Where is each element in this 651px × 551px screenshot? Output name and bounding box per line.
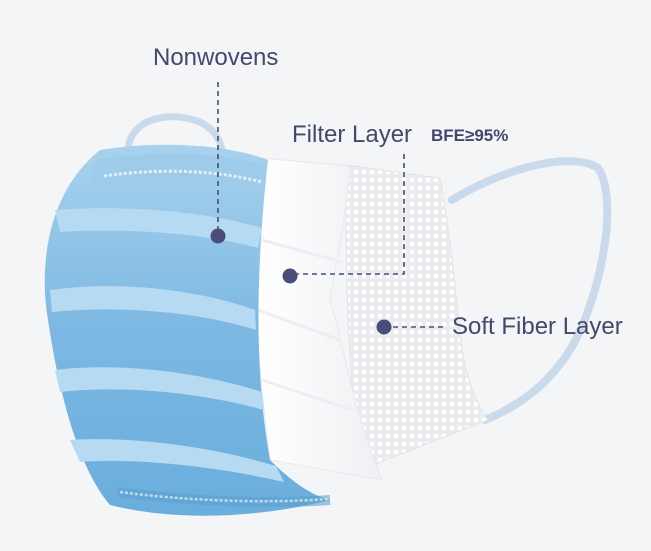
filter-marker bbox=[282, 268, 298, 284]
bfe-rating-label: BFE≥95% bbox=[431, 126, 509, 145]
soft-fiber-layer-label: Soft Fiber Layer bbox=[452, 313, 623, 340]
filter-leader bbox=[290, 154, 405, 275]
soft-fiber-layer bbox=[345, 164, 489, 471]
filter-layer-label: Filter Layer bbox=[292, 121, 413, 148]
nonwovens-marker bbox=[210, 228, 226, 244]
soft-fiber-marker bbox=[376, 319, 392, 335]
nonwovens-label: Nonwovens bbox=[153, 44, 279, 71]
right-ear-loop bbox=[448, 157, 612, 424]
